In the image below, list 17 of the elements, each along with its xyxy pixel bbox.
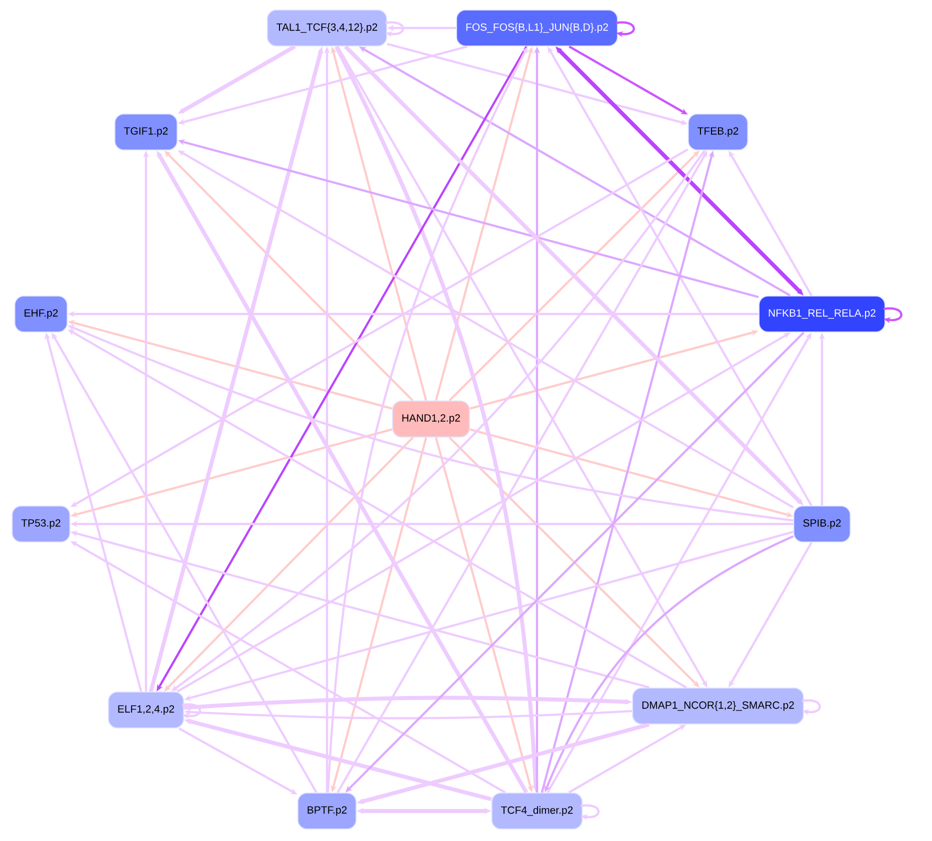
node-box: ELF1,2,4.p2 xyxy=(108,692,184,728)
node-box: TGIF1.p2 xyxy=(114,114,178,150)
loop-arrow xyxy=(385,21,404,38)
loop-arrow xyxy=(182,703,201,720)
node-box: TCF4_dimer.p2 xyxy=(491,792,583,830)
node-box: NFKB1_REL_RELA.p2 xyxy=(758,296,886,332)
node-box: HAND1,2.p2 xyxy=(392,400,470,438)
loop-arrow xyxy=(802,699,821,716)
node-box: TFEB.p2 xyxy=(688,114,748,150)
node-box: TAL1_TCF{3,4,12}.p2 xyxy=(266,10,388,46)
node-box: TP53.p2 xyxy=(12,506,70,542)
node-box: SPIB.p2 xyxy=(793,506,851,542)
loop-arrow xyxy=(580,804,600,820)
node-box: FOS_FOS{B,L1}_JUN{B,D}.p2 xyxy=(456,10,618,46)
node-box: EHF.p2 xyxy=(14,296,68,332)
node-box: BPTF.p2 xyxy=(297,792,357,830)
node-box: DMAP1_NCOR{1,2}_SMARC.p2 xyxy=(632,688,804,724)
